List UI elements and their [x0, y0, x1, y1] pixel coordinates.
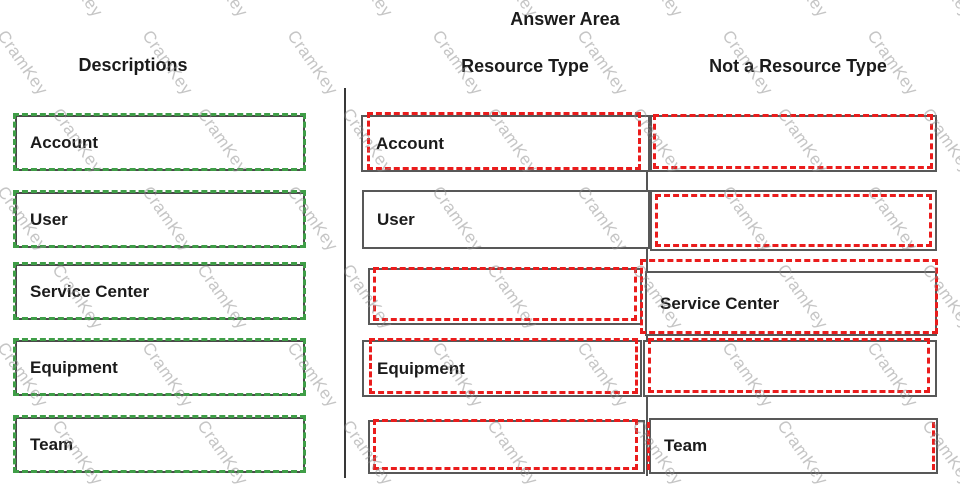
drop-cell-resource-type-row1[interactable]: Account — [361, 112, 650, 172]
not-resource-type-header: Not a Resource Type — [709, 56, 887, 76]
description-item-service-center[interactable]: Service Center — [13, 262, 306, 320]
drop-cell-not-resource-type-row1[interactable] — [650, 114, 937, 172]
answer-label: Account — [376, 133, 444, 153]
drop-cell-resource-type-row5[interactable] — [368, 419, 645, 474]
red-dashed-outline — [373, 267, 637, 321]
red-dashed-outline — [655, 194, 932, 247]
description-label: Team — [30, 435, 74, 454]
red-dashed-outline — [648, 338, 930, 393]
description-label: Equipment — [30, 358, 118, 377]
main-divider-line — [344, 88, 346, 478]
answer-label: Service Center — [660, 293, 780, 313]
resource-type-header: Resource Type — [461, 56, 589, 76]
description-label: Service Center — [30, 282, 150, 301]
description-item-team[interactable]: Team — [13, 415, 306, 473]
page-title: Answer Area — [510, 9, 620, 29]
drop-cell-not-resource-type-row3[interactable]: Service Center — [640, 259, 938, 336]
red-dashed-outline — [373, 419, 638, 470]
answer-label: Team — [664, 436, 708, 455]
drop-cell-resource-type-row2[interactable]: User — [362, 190, 650, 249]
drop-cell-not-resource-type-row2[interactable] — [650, 190, 937, 251]
drop-cell-resource-type-row3[interactable] — [368, 267, 642, 325]
descriptions-header: Descriptions — [78, 55, 188, 75]
drop-cell-resource-type-row4[interactable]: Equipment — [362, 338, 642, 397]
answer-label: Equipment — [377, 358, 465, 378]
red-dashed-outline — [653, 114, 933, 169]
description-label: Account — [30, 133, 98, 152]
description-item-account[interactable]: Account — [13, 113, 306, 171]
drop-cell-not-resource-type-row5[interactable]: Team — [647, 418, 938, 474]
description-label: User — [30, 210, 68, 229]
drop-cell-not-resource-type-row4[interactable] — [643, 338, 937, 397]
description-item-user[interactable]: User — [13, 190, 306, 248]
description-item-equipment[interactable]: Equipment — [13, 338, 306, 396]
answer-label: User — [377, 209, 415, 229]
